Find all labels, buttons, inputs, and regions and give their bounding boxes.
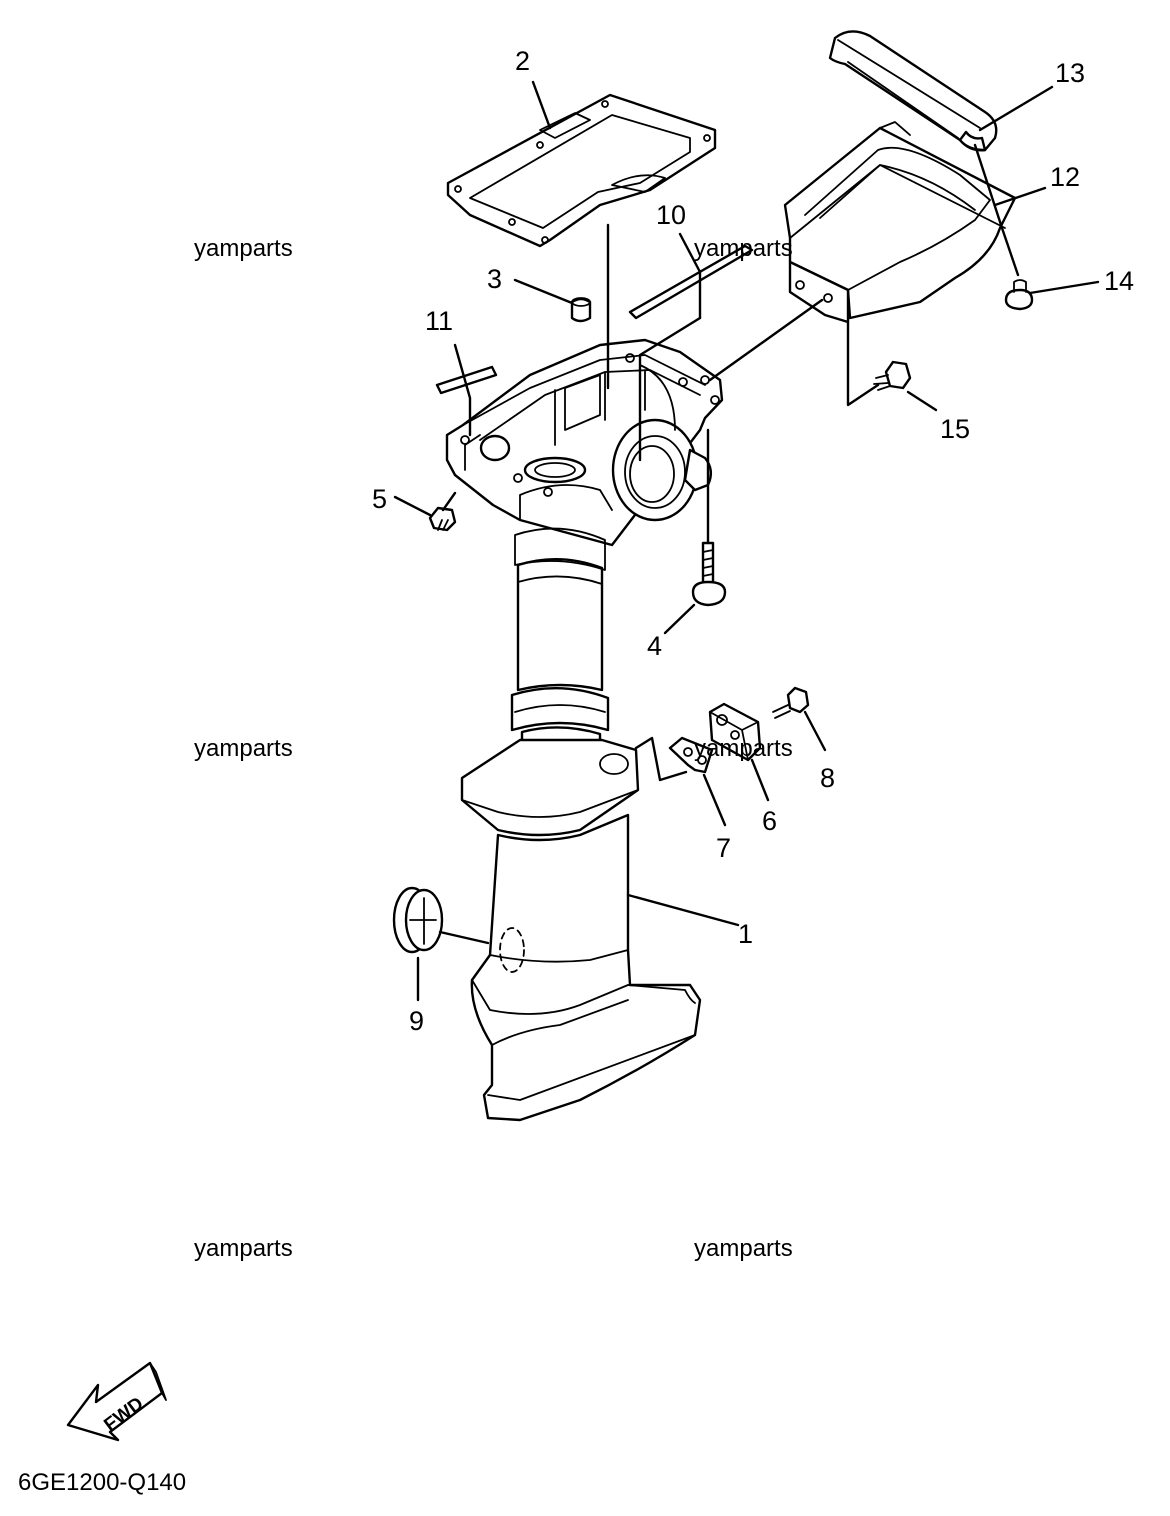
watermark: yamparts (194, 735, 293, 762)
callout-7: 7 (716, 833, 731, 863)
watermark: yamparts (694, 1235, 793, 1262)
part-15-bolt (873, 360, 912, 391)
diagram-code: 6GE1200-Q140 (18, 1469, 186, 1496)
callout-numbers: 1 2 3 4 5 6 7 8 9 10 11 12 13 14 15 (372, 46, 1134, 1036)
part-2-gasket (446, 93, 717, 248)
callout-12: 12 (1050, 162, 1080, 192)
callout-9: 9 (409, 1006, 424, 1036)
part-9-grommet (392, 886, 444, 954)
part-14-screw (1004, 279, 1034, 311)
callout-3: 3 (487, 264, 502, 294)
part-6-block (708, 702, 762, 762)
callout-2: 2 (515, 46, 530, 76)
fwd-arrow-icon: FWD (66, 1361, 167, 1442)
callout-11: 11 (425, 306, 453, 336)
part-10-seal-strip (628, 244, 754, 320)
part-7-plate (668, 736, 714, 774)
watermark: yamparts (194, 1235, 293, 1262)
part-11-seal-strip (435, 365, 498, 395)
watermark: yamparts (694, 735, 793, 762)
callout-10: 10 (656, 200, 686, 230)
part-4-bolt (691, 541, 727, 607)
part-8-bolt (772, 686, 810, 719)
watermarks: yamparts yamparts yamparts yamparts yamp… (194, 235, 793, 1262)
upper-casing-exhaust-guide (445, 338, 724, 547)
callout-1: 1 (738, 919, 753, 949)
part-1-drive-shaft-housing (460, 527, 702, 1122)
watermark: yamparts (194, 235, 293, 262)
callout-13: 13 (1055, 58, 1085, 88)
callout-8: 8 (820, 763, 835, 793)
callout-4: 4 (647, 631, 662, 661)
part-3-dowel-pin (570, 297, 592, 323)
callout-15: 15 (940, 414, 970, 444)
callout-5: 5 (372, 484, 387, 514)
part-12-handle-bracket (783, 121, 1017, 324)
part-13-handle-grip (828, 30, 998, 152)
callout-6: 6 (762, 806, 777, 836)
part-5-bolt (428, 506, 457, 532)
watermark: yamparts (694, 235, 793, 262)
callout-14: 14 (1104, 266, 1134, 296)
leader-lines (393, 80, 1100, 1002)
